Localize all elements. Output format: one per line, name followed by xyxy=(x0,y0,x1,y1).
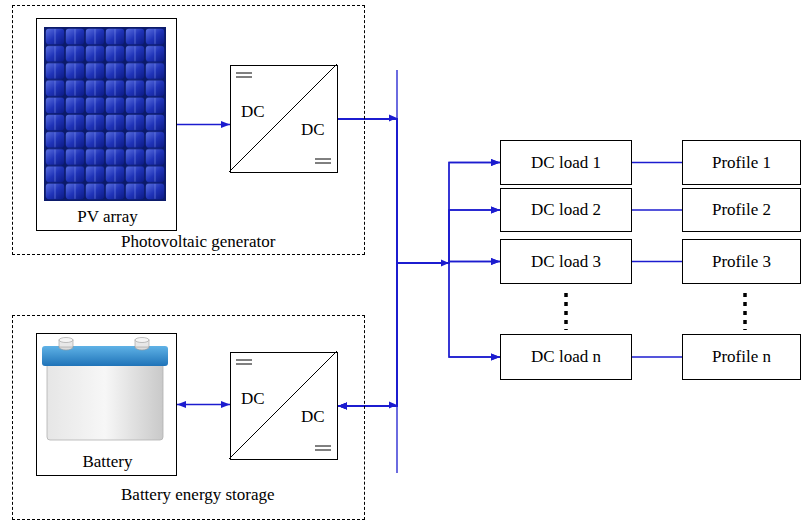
connector xyxy=(177,124,230,125)
profile-box: Profile 1 xyxy=(682,140,801,185)
battery-picture xyxy=(42,338,168,441)
pv-panel xyxy=(44,27,166,201)
profile-box: Profile 2 xyxy=(682,188,801,232)
connector xyxy=(338,210,500,406)
box-label: Profile n xyxy=(712,347,771,367)
connector xyxy=(338,163,500,407)
connector xyxy=(338,119,500,263)
box-label: Profile 2 xyxy=(712,200,771,220)
box-label: Battery xyxy=(82,452,132,472)
box-label: DC load 3 xyxy=(531,252,601,272)
box-label: DC load 1 xyxy=(531,153,601,173)
box-label: PV array xyxy=(77,207,138,227)
converter-box: DC DC xyxy=(230,65,338,173)
connector xyxy=(632,261,682,262)
connector xyxy=(177,404,230,405)
converter-symbol xyxy=(229,64,337,459)
connector xyxy=(632,356,682,357)
converter-box: DC DC xyxy=(230,352,338,460)
ellipsis-dots xyxy=(566,293,745,330)
box-label: DC load 2 xyxy=(531,200,601,220)
bus-arrowhead xyxy=(389,115,449,409)
connector xyxy=(338,119,500,263)
connector xyxy=(338,119,500,357)
connector xyxy=(632,209,682,210)
connector xyxy=(338,119,500,263)
box-label: DC load n xyxy=(531,347,601,367)
box-label: Profile 1 xyxy=(712,153,771,173)
load-box: DC load 1 xyxy=(500,140,632,185)
box-label: DC xyxy=(301,407,325,427)
battery-box: Battery xyxy=(36,333,177,476)
box-label: DC xyxy=(301,120,325,140)
load-box: DC load n xyxy=(500,334,632,380)
connector xyxy=(632,162,682,163)
group-box: Photovoltaic generator PV array DC DC xyxy=(12,5,365,255)
load-box: DC load 3 xyxy=(500,239,632,284)
box-label: Profile 3 xyxy=(712,252,771,272)
load-box: DC load 2 xyxy=(500,188,632,232)
profile-box: Profile 3 xyxy=(682,239,801,284)
connector xyxy=(338,263,500,406)
profile-box: Profile n xyxy=(682,334,801,380)
box-label: DC xyxy=(241,102,265,122)
pv-array-box: PV array xyxy=(36,18,177,231)
connector xyxy=(338,262,500,407)
group-box: Battery energy storage Battery DC DC xyxy=(12,315,365,520)
group-title: Photovoltaic generator xyxy=(121,232,275,252)
group-title: Battery energy storage xyxy=(121,485,275,505)
box-label: DC xyxy=(241,389,265,409)
